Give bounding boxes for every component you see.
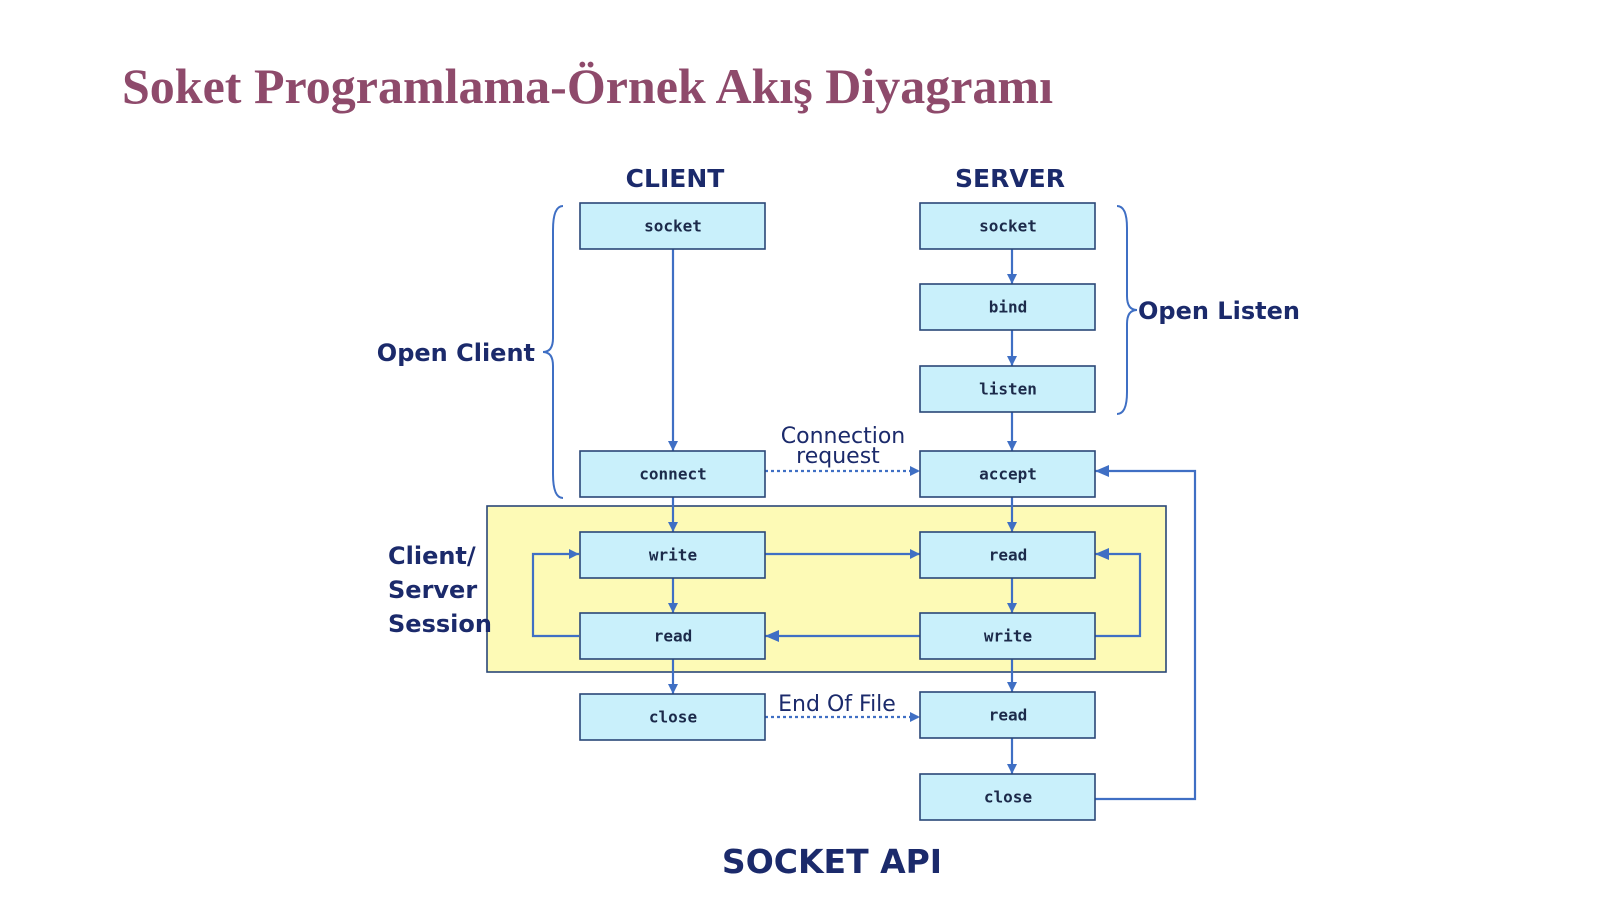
server-socket-label: socket xyxy=(979,217,1037,236)
arrow-client-read-loop-to-write xyxy=(531,549,579,638)
session-label-line2: Server xyxy=(388,576,477,604)
client-write-label: write xyxy=(649,546,697,565)
session-label-line3: Session xyxy=(388,610,492,638)
server-listen-label: listen xyxy=(979,380,1037,399)
end-of-file-label: End Of File xyxy=(778,692,896,717)
client-read-label: read xyxy=(654,627,693,646)
socket-api-footer: SOCKET API xyxy=(722,842,942,881)
client-connect-box: connect xyxy=(579,450,766,498)
server-read-box: read xyxy=(919,531,1096,579)
server-read-label: read xyxy=(989,546,1028,565)
arrow-server-close-loop-to-accept xyxy=(1093,465,1197,801)
client-socket-label: socket xyxy=(644,217,702,236)
open-client-label: Open Client xyxy=(377,339,535,367)
server-heading: SERVER xyxy=(955,164,1065,193)
client-close-label: close xyxy=(649,708,697,727)
open-listen-brace xyxy=(1116,205,1138,415)
client-heading: CLIENT xyxy=(626,164,725,193)
connection-request-label-line2: request xyxy=(796,444,880,469)
client-connect-label: connect xyxy=(639,465,706,484)
server-close-label: close xyxy=(984,788,1032,807)
open-listen-label: Open Listen xyxy=(1138,297,1300,325)
server-write-box: write xyxy=(919,612,1096,660)
server-write-label: write xyxy=(984,627,1032,646)
server-socket-box: socket xyxy=(919,202,1096,250)
server-accept-box: accept xyxy=(919,450,1096,498)
connection-request-label-line1: Connection xyxy=(781,424,905,449)
client-close-box: close xyxy=(579,693,766,741)
server-read-eof-label: read xyxy=(989,706,1028,725)
client-read-box: read xyxy=(579,612,766,660)
session-label-line1: Client/ xyxy=(388,542,476,570)
open-client-brace xyxy=(542,205,564,499)
server-listen-box: listen xyxy=(919,365,1096,413)
server-bind-label: bind xyxy=(989,298,1028,317)
server-read-eof-box: read xyxy=(919,691,1096,739)
slide-title: Soket Programlama-Örnek Akış Diyagramı xyxy=(122,58,1053,114)
client-socket-box: socket xyxy=(579,202,766,250)
arrow-server-write-loop-to-read xyxy=(1093,548,1142,638)
server-accept-label: accept xyxy=(979,465,1037,484)
server-bind-box: bind xyxy=(919,283,1096,331)
client-write-box: write xyxy=(579,531,766,579)
server-close-box: close xyxy=(919,773,1096,821)
